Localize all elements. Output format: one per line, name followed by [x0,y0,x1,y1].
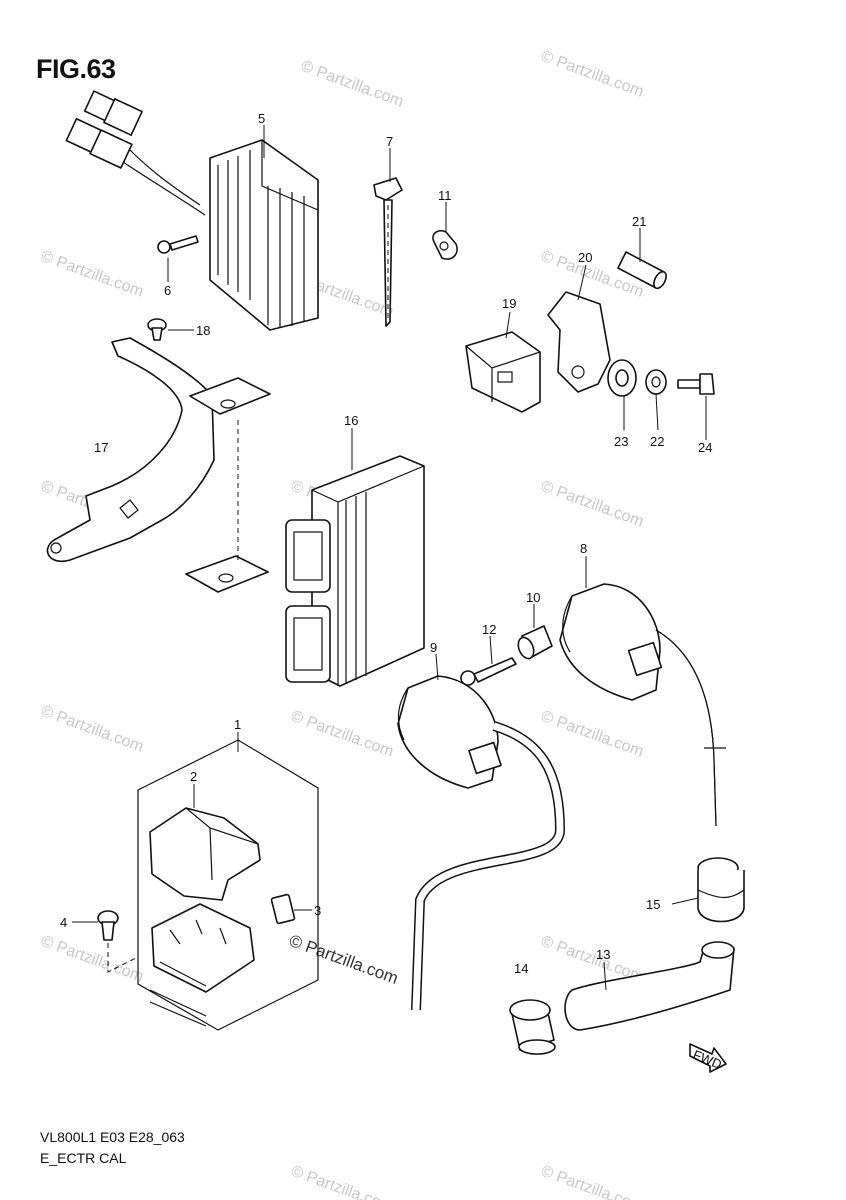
part-7-cable-tie[interactable] [373,177,403,327]
callout-24[interactable]: 24 [698,440,712,455]
part-11-clamp[interactable] [432,229,458,260]
part-22-washer[interactable] [645,369,667,395]
part-9-ignition-coil[interactable] [397,675,566,1011]
callout-18[interactable]: 18 [196,323,210,338]
part-24-bolt[interactable] [677,373,715,395]
part-10-spacer[interactable] [515,625,553,661]
callout-16[interactable]: 16 [344,413,358,428]
callout-17[interactable]: 17 [94,440,108,455]
callout-20[interactable]: 20 [578,250,592,265]
callout-22[interactable]: 22 [650,434,664,449]
watermark: © Partzilla.com [539,708,646,761]
callout-23[interactable]: 23 [614,434,628,449]
callout-9[interactable]: 9 [430,640,437,655]
watermark: © Partzilla.com [39,703,146,756]
part-2-fuse-cover[interactable] [149,807,261,901]
part-17-bracket[interactable] [46,337,271,593]
callout-numbers: 5 6 7 11 21 20 19 18 23 22 24 17 16 8 10… [60,111,712,976]
part-15-cap[interactable] [697,857,745,923]
part-6-bolt[interactable] [157,235,199,254]
part-20-bracket[interactable] [547,291,611,393]
part-18-screw[interactable] [147,318,167,341]
part-12-bolt[interactable] [460,657,517,686]
part-8-ignition-coil[interactable] [559,583,726,827]
callout-14[interactable]: 14 [514,961,528,976]
part-13-plug-cap[interactable] [564,941,735,1031]
watermark: © Partzilla.com [539,478,646,531]
watermark: © Partzilla.com [289,1163,396,1200]
part-21-pin[interactable] [617,251,669,290]
part-5-regulator[interactable] [65,90,319,331]
figure-title: FIG.63 [36,54,116,84]
callout-11[interactable]: 11 [438,188,452,203]
fwd-label: FWD [691,1047,724,1072]
model-code: VL800L1 E03 E28_063 [40,1129,185,1145]
watermark: © Partzilla.com [39,933,146,986]
callout-3[interactable]: 3 [314,903,321,918]
watermark: © Partzilla.com [289,708,396,761]
part-23-grommet[interactable] [607,359,637,397]
part-4-screw[interactable] [97,910,119,941]
part-16-ecm[interactable] [285,455,425,687]
callout-6[interactable]: 6 [164,283,171,298]
watermark: © Partzilla.com [539,1163,646,1200]
fuse-box-base[interactable] [149,903,255,1027]
watermark: © Partzilla.com [39,248,146,301]
watermark-center: © Partzilla.com [287,931,401,988]
fwd-arrow: FWD [689,1043,727,1073]
part-14-boot[interactable] [509,999,556,1055]
callout-13[interactable]: 13 [596,947,610,962]
section-label: E_ECTR CAL [40,1150,127,1166]
callout-8[interactable]: 8 [580,541,587,556]
watermark: © Partzilla.com [299,58,406,111]
callout-10[interactable]: 10 [526,590,540,605]
part-19-relay[interactable] [465,331,541,413]
leader-lines [72,125,707,991]
part-3-fuse[interactable] [270,893,296,925]
callout-2[interactable]: 2 [190,769,197,784]
callout-12[interactable]: 12 [482,622,496,637]
watermark: © Partzilla.com [539,48,646,101]
callout-7[interactable]: 7 [386,134,393,149]
callout-4[interactable]: 4 [60,915,67,930]
callout-15[interactable]: 15 [646,897,660,912]
callout-19[interactable]: 19 [502,296,516,311]
callout-21[interactable]: 21 [632,214,646,229]
callout-5[interactable]: 5 [258,111,265,126]
callout-1[interactable]: 1 [234,717,241,732]
